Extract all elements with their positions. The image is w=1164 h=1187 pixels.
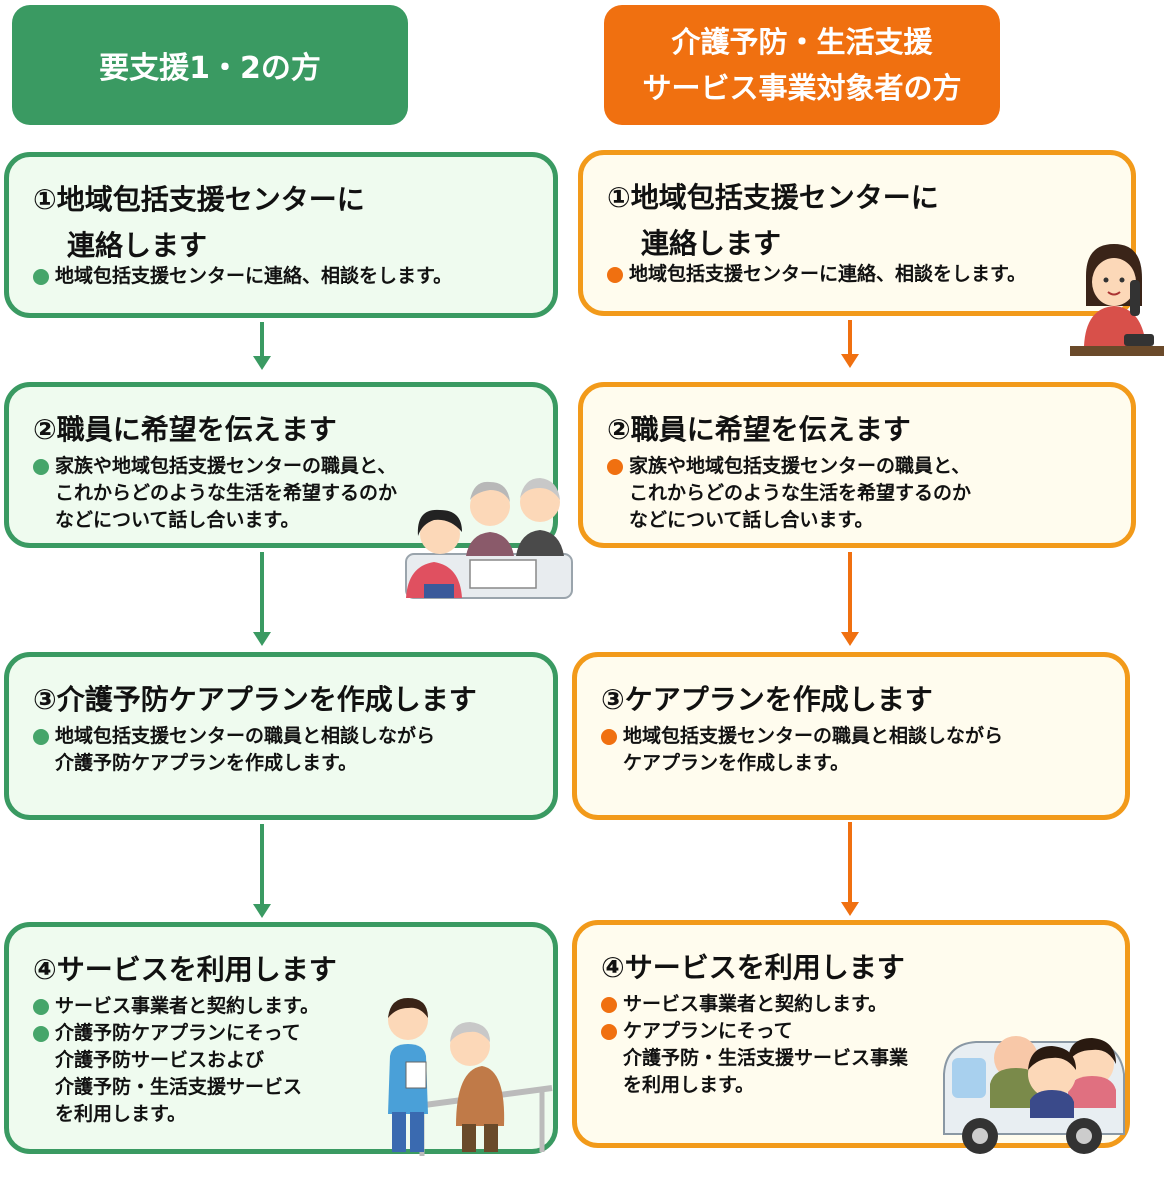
header-support-level: 要支援1・2の方 (12, 5, 408, 125)
arrow-down-icon (253, 322, 271, 370)
list-item: サービス事業者と契約します。 (601, 991, 1105, 1018)
header-right-line1: 介護予防・生活支援 (671, 25, 933, 59)
header-service-target: 介護予防・生活支援 サービス事業対象者の方 (604, 5, 1000, 125)
step-title: ②職員に希望を伝えます (607, 413, 911, 446)
step-title: ④サービスを利用します (33, 953, 337, 986)
step-title: ①地域包括支援センターに 連絡します (607, 181, 939, 260)
arrow-down-icon (841, 320, 859, 368)
arrow-down-icon (253, 824, 271, 918)
right-step-3: ③ケアプランを作成します 地域包括支援センターの職員と相談しながら ケアプランを… (572, 652, 1130, 820)
right-step-1: ①地域包括支援センターに 連絡します 地域包括支援センターに連絡、相談をします。 (578, 150, 1136, 316)
list-item: 地域包括支援センターの職員と相談しながら ケアプランを作成します。 (601, 723, 1105, 777)
left-step-1: ①地域包括支援センターに 連絡します 地域包括支援センターに連絡、相談をします。 (4, 152, 558, 318)
woman-on-phone-icon (1070, 244, 1164, 356)
list-item: 地域包括支援センターに連絡、相談をします。 (607, 261, 1111, 288)
list-item: 地域包括支援センターの職員と相談しながら 介護予防ケアプランを作成します。 (33, 723, 533, 777)
step-title: ②職員に希望を伝えます (33, 413, 337, 446)
header-right-line2: サービス事業対象者の方 (642, 71, 962, 105)
right-step-2: ②職員に希望を伝えます 家族や地域包括支援センターの職員と、 これからどのような… (578, 382, 1136, 548)
list-item: 地域包括支援センターに連絡、相談をします。 (33, 263, 533, 290)
arrow-down-icon (841, 552, 859, 646)
rehab-walking-icon (388, 998, 553, 1156)
right-step-4: ④サービスを利用します サービス事業者と契約します。 ケアプランにそって 介護予… (572, 920, 1130, 1148)
left-step-3: ③介護予防ケアプランを作成します 地域包括支援センターの職員と相談しながら 介護… (4, 652, 558, 820)
step-title: ③介護予防ケアプランを作成します (33, 683, 477, 716)
list-item: サービス事業者と契約します。 (33, 993, 533, 1020)
list-item: 家族や地域包括支援センターの職員と、 これからどのような生活を希望するのか など… (33, 453, 533, 534)
step-title: ①地域包括支援センターに 連絡します (33, 183, 365, 262)
arrow-down-icon (841, 822, 859, 916)
elderly-van-icon (943, 1036, 1125, 1154)
header-left-text: 要支援1・2の方 (99, 51, 321, 86)
list-item: 介護予防ケアプランにそって 介護予防サービスおよび 介護予防・生活支援サービス … (33, 1020, 533, 1128)
step-title: ④サービスを利用します (601, 951, 905, 984)
list-item: ケアプランにそって 介護予防・生活支援サービス事業 を利用します。 (601, 1018, 1105, 1099)
step-title: ③ケアプランを作成します (601, 683, 933, 716)
consultation-meeting-icon (405, 478, 573, 599)
arrow-down-icon (253, 552, 271, 646)
list-item: 家族や地域包括支援センターの職員と、 これからどのような生活を希望するのか など… (607, 453, 1111, 534)
left-step-2: ②職員に希望を伝えます 家族や地域包括支援センターの職員と、 これからどのような… (4, 382, 558, 548)
